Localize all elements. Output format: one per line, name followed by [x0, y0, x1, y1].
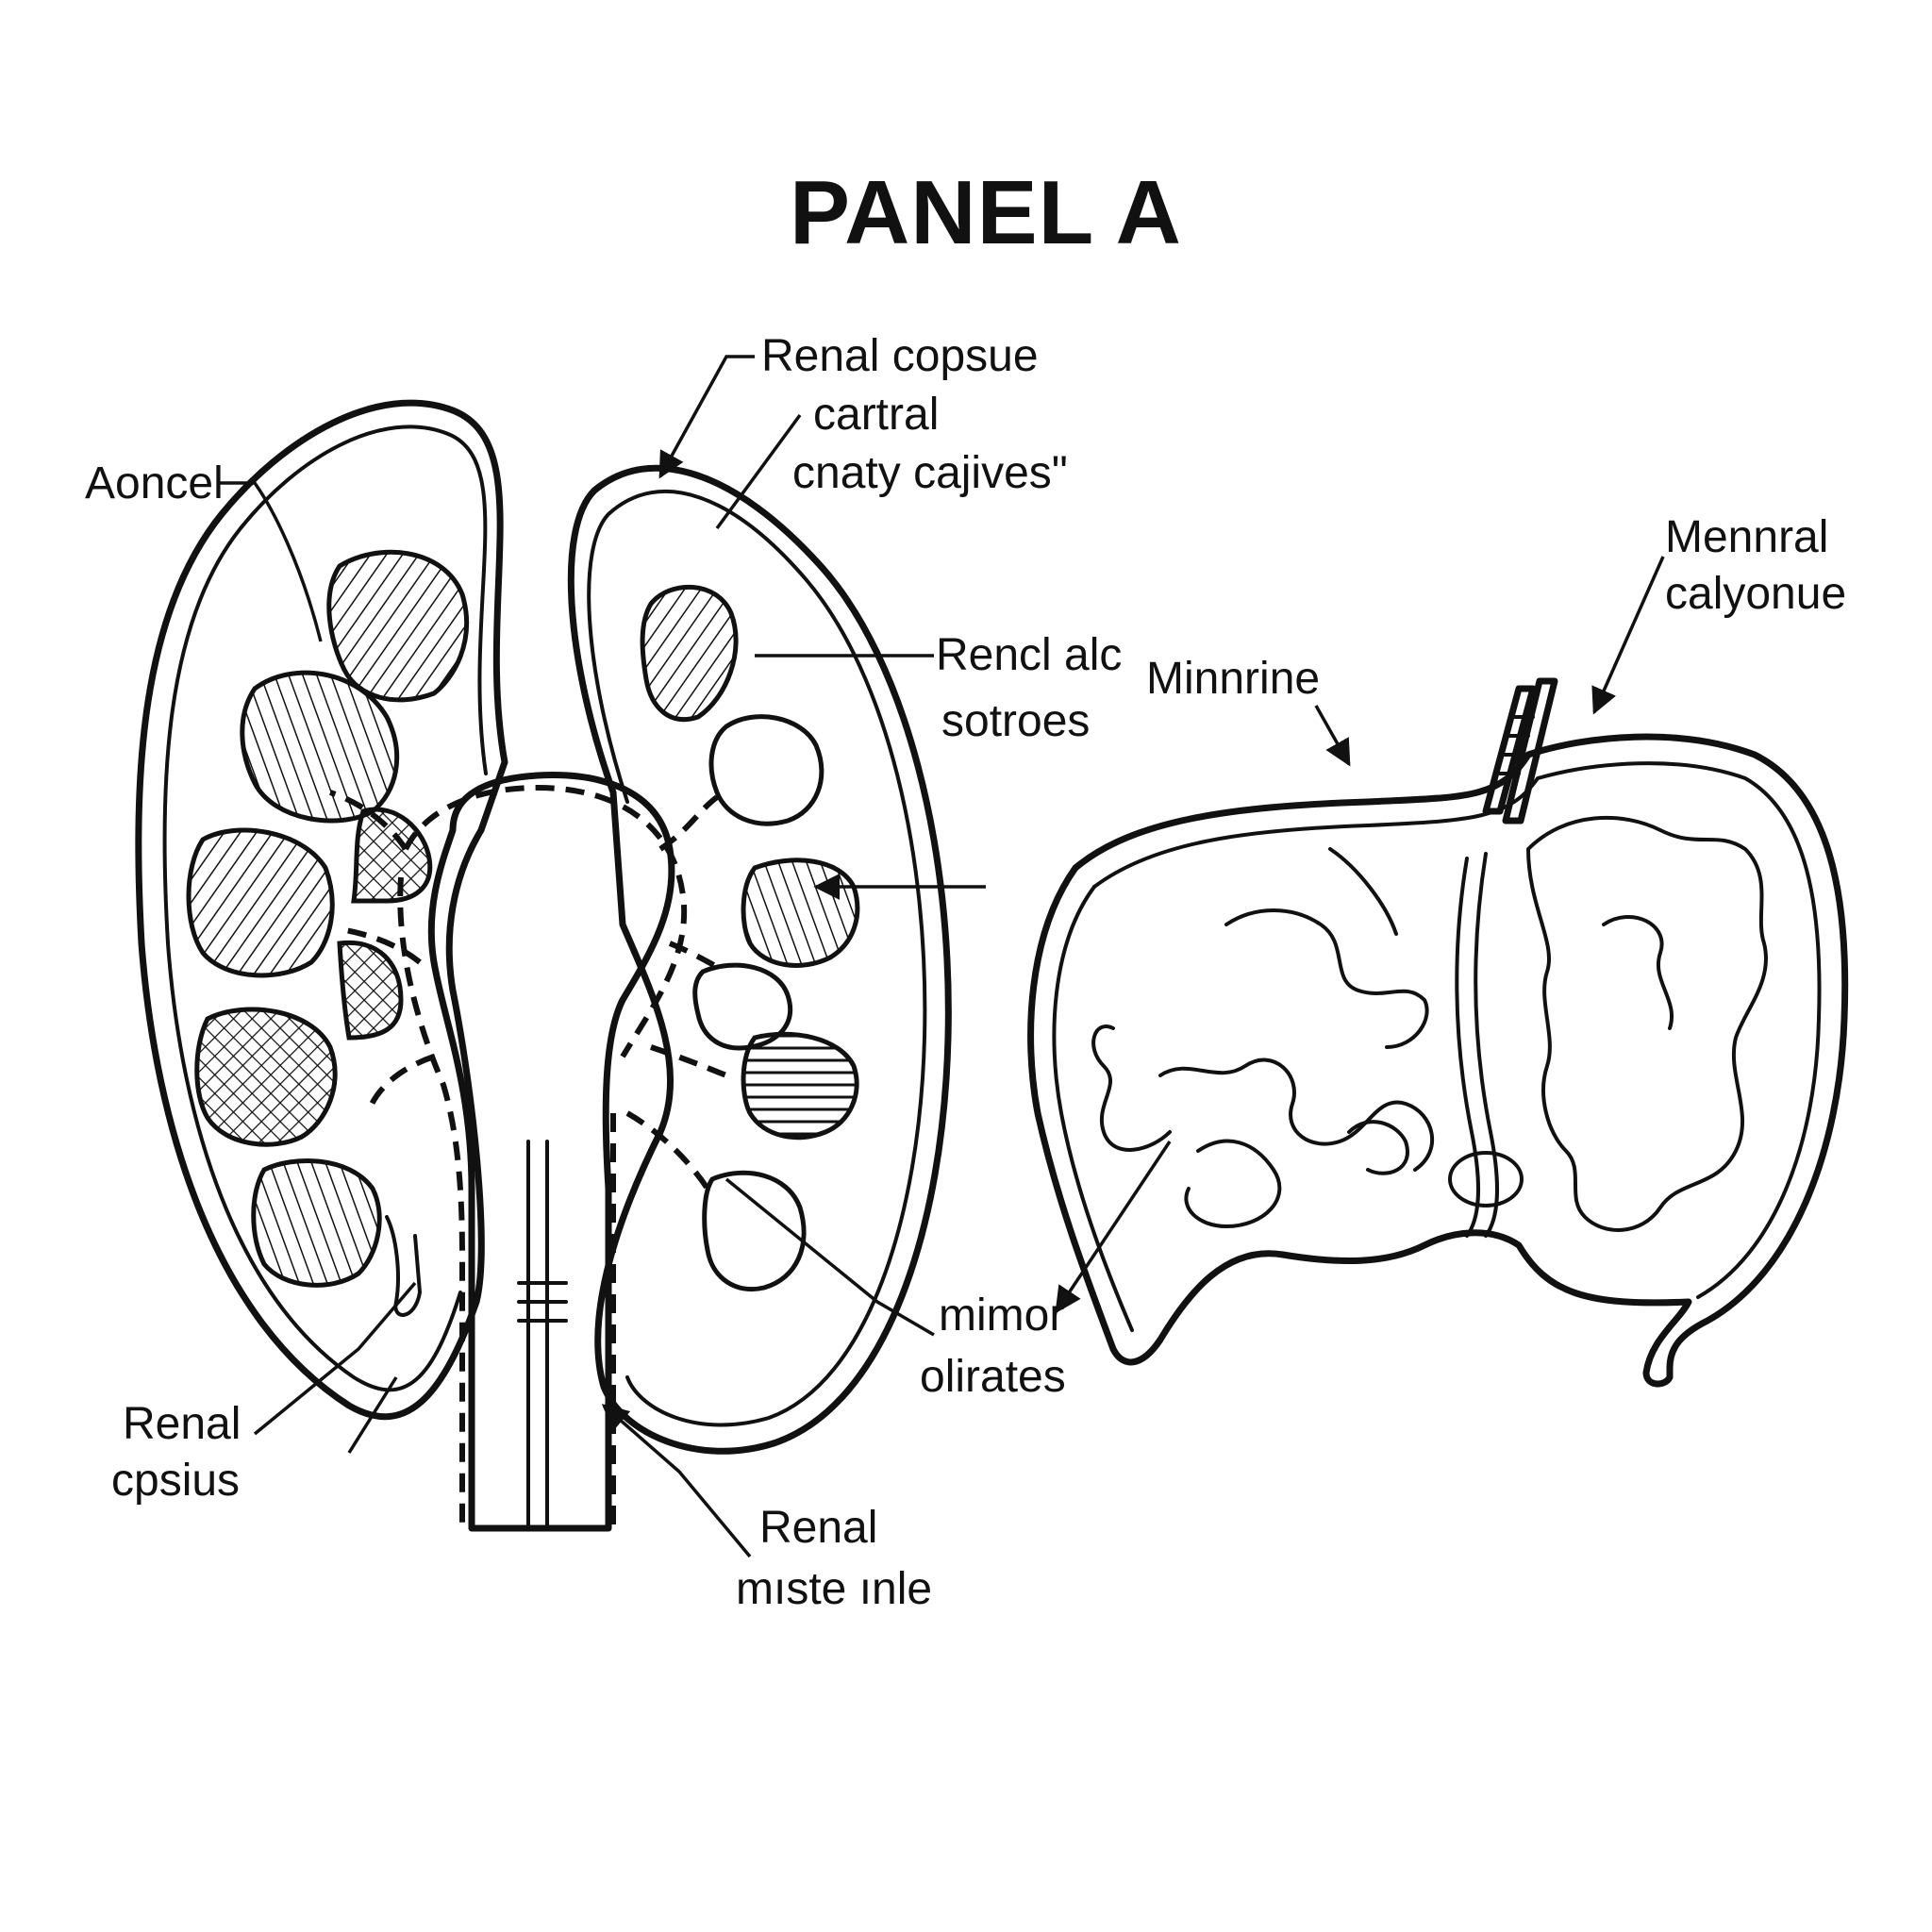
right-organ	[1027, 677, 1849, 1388]
label-minnrine: Minnrine	[1146, 654, 1320, 704]
renal-pyramid	[194, 1007, 338, 1147]
label-renal-mste-2: mıste ınle	[736, 1564, 932, 1614]
minor-calyx	[708, 714, 824, 826]
kidney-cortex-left	[135, 399, 508, 1421]
renal-pyramid	[741, 858, 860, 968]
label-renal-cpsius-2: cpsius	[111, 1456, 240, 1506]
label-cartral-2: cnaty cajives"	[792, 448, 1068, 498]
panel-title: PANEL A	[790, 162, 1182, 263]
minor-calyx	[702, 1170, 807, 1291]
label-mimor-2: olirates	[920, 1352, 1066, 1402]
renal-pelvis	[427, 772, 675, 1532]
label-mimor-1: mimor	[939, 1291, 1064, 1341]
renal-pyramid	[351, 807, 433, 904]
label-renal-mste-1: Renal	[759, 1503, 877, 1553]
label-mennral-1: Mennral	[1665, 512, 1828, 562]
label-renal-cpsius-1: Renal	[123, 1399, 241, 1449]
label-renal-copsue: Renal copsue	[761, 331, 1039, 381]
label-rencl-1: Rencl alc	[936, 630, 1122, 680]
renal-pyramid	[741, 1031, 859, 1141]
renal-pyramid	[640, 584, 739, 723]
renal-pyramid	[251, 1158, 382, 1288]
organ-outline	[1027, 733, 1849, 1388]
label-aoncel: Aoncel	[85, 458, 224, 508]
label-cartral-1: cartral	[813, 390, 939, 440]
kidney-cortex-right	[567, 464, 952, 1455]
renal-pyramid	[186, 827, 335, 978]
renal-pyramid	[326, 549, 469, 703]
renal-pyramid	[337, 940, 404, 1041]
label-mennral-2: calyonue	[1665, 569, 1846, 619]
leader-lines	[217, 355, 1665, 1558]
left-kidney	[135, 399, 952, 1532]
label-rencl-2: sotroes	[941, 696, 1090, 746]
